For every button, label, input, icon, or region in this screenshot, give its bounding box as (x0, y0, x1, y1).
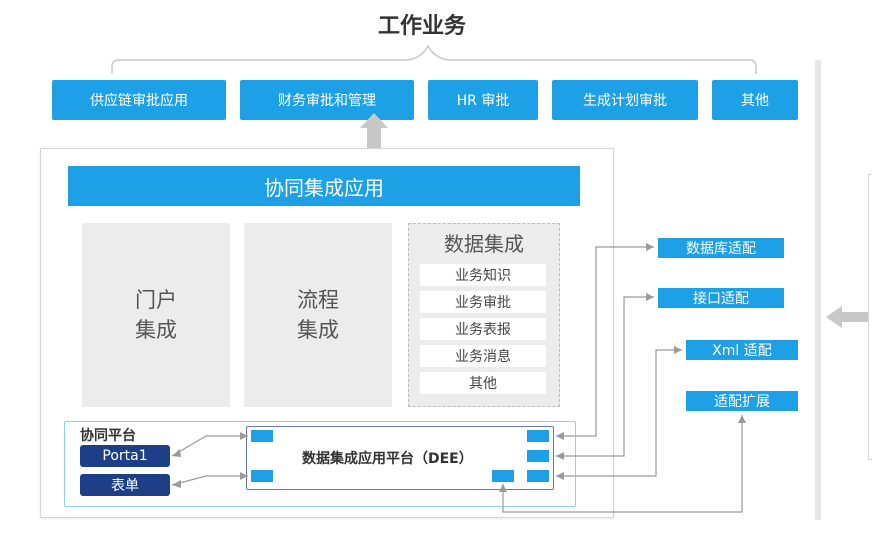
data-item-other: 其他 (420, 372, 546, 394)
adapter-extend[interactable]: 适配扩展 (686, 391, 798, 411)
arrowhead-3 (172, 480, 181, 488)
arrowhead-9 (556, 472, 564, 480)
data-integration-title: 数据集成 (444, 232, 524, 256)
link-xml (556, 349, 682, 477)
arrowhead-4 (240, 472, 248, 480)
up-arrow-head (360, 113, 388, 128)
arrowhead-11 (738, 415, 746, 423)
link-form-dee (171, 475, 248, 486)
dee-port-right-3 (527, 470, 549, 482)
arrowhead-8 (646, 293, 654, 301)
arrowhead-7 (556, 452, 564, 460)
arrowhead-6 (646, 243, 654, 251)
collab-header: 协同集成应用 (68, 166, 580, 206)
left-arrow-shaft (838, 312, 868, 322)
dee-port-right-1 (527, 430, 549, 442)
arrowhead-5 (556, 432, 564, 440)
left-arrow-head (826, 306, 842, 328)
data-item-knowledge: 业务知识 (420, 264, 546, 286)
collab-platform-label: 协同平台 (80, 428, 136, 444)
arrowhead-2 (240, 432, 248, 440)
adapter-xml[interactable]: Xml 适配 (686, 340, 798, 360)
collab-platform-box (64, 421, 576, 507)
data-item-message: 业务消息 (420, 345, 546, 367)
data-item-approval: 业务审批 (420, 291, 546, 313)
business-item-production[interactable]: 生成计划审批 (552, 80, 698, 120)
data-item-report: 业务表报 (420, 318, 546, 340)
brace-line (111, 44, 757, 74)
link-interface (556, 296, 654, 457)
vertical-divider (815, 60, 821, 520)
up-arrow-shaft (367, 126, 381, 148)
business-item-other[interactable]: 其他 (712, 80, 798, 120)
arrowhead-12 (499, 484, 507, 492)
dee-port-bottom (492, 470, 514, 482)
dee-platform-label: 数据集成应用平台（DEE） (302, 451, 473, 467)
form-button[interactable]: 表单 (80, 474, 170, 496)
portal-button[interactable]: Porta1 (80, 445, 170, 467)
link-portal-dee (171, 435, 248, 457)
link-extend (502, 415, 743, 513)
arrowhead-10 (674, 346, 682, 354)
business-item-hr[interactable]: HR 审批 (428, 80, 538, 120)
external-panel (868, 174, 872, 460)
dee-port-left-bottom (251, 470, 273, 482)
dee-port-right-2 (527, 450, 549, 462)
dee-port-left-top (251, 430, 273, 442)
business-item-finance[interactable]: 财务审批和管理 (240, 80, 414, 120)
adapter-interface[interactable]: 接口适配 (658, 288, 784, 308)
arrowhead-1 (172, 449, 181, 457)
adapter-database[interactable]: 数据库适配 (658, 238, 784, 258)
link-db (556, 246, 654, 437)
diagram-title: 工作业务 (378, 14, 467, 39)
business-item-supply-chain[interactable]: 供应链审批应用 (52, 80, 226, 120)
portal-integration: 门户 集成 (82, 223, 230, 407)
process-integration: 流程 集成 (244, 223, 392, 407)
